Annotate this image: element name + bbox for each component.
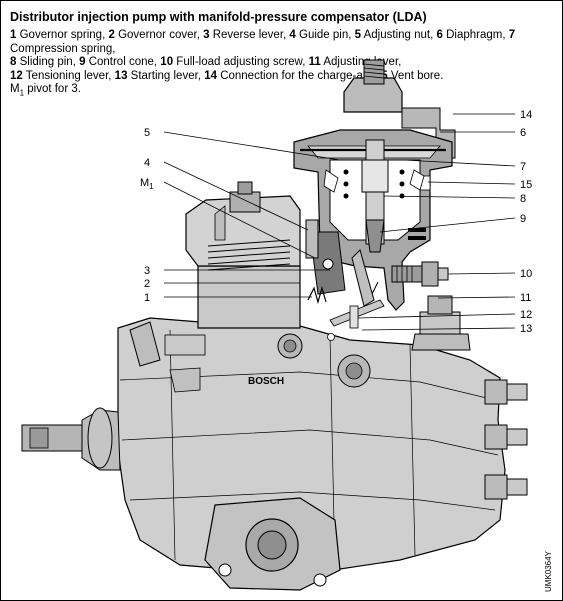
legend-number: 2: [108, 29, 115, 41]
callout-2: 2: [144, 278, 150, 290]
pump-body: BOSCH: [21, 295, 528, 591]
legend-text: Diaphragm: [446, 29, 503, 41]
legend-number: 3: [203, 29, 210, 41]
figure-code: UMK0364Y: [544, 550, 553, 592]
control-cone: [365, 219, 385, 253]
legend-text: Adjusting nut: [363, 29, 431, 41]
legend-number: 10: [160, 56, 174, 69]
callout-13: 13: [520, 323, 532, 335]
legend-number: 12: [10, 69, 23, 82]
legend-text: Vent bore: [390, 69, 441, 82]
callout-6: 6: [520, 127, 526, 139]
legend-text: Compression spring: [10, 42, 113, 55]
legend-text: Control cone: [88, 56, 154, 69]
legend-number: 14: [204, 69, 217, 82]
legend-text: Governor cover: [118, 29, 197, 41]
legend-text: Sliding pin: [19, 56, 73, 69]
lda-section: [293, 59, 456, 311]
callout-14: 14: [520, 109, 532, 121]
callout-m1: M1: [140, 177, 154, 191]
legend-number: 9: [79, 56, 86, 69]
legend-number: 8: [10, 56, 17, 69]
delivery-valves: [484, 379, 528, 500]
legend-text: Tensioning lever: [25, 69, 109, 82]
legend-text: Guide pin: [299, 29, 349, 41]
brand-mark: BOSCH: [248, 376, 284, 387]
callout-10: 10: [520, 268, 532, 280]
callout-8: 8: [520, 193, 526, 205]
caption-title: Distributor injection pump with manifold…: [10, 10, 427, 24]
legend-number: 5: [354, 29, 362, 41]
callout-11: 11: [520, 292, 531, 304]
legend-number: 7: [508, 29, 516, 41]
legend-number: 11: [308, 56, 321, 69]
caption-legend: 1 Governor spring, 2 Governor cover, 3 R…: [10, 29, 555, 100]
legend-text: Starting lever: [130, 69, 198, 82]
legend-text: Reverse lever: [212, 29, 284, 41]
legend-number: 6: [436, 29, 443, 41]
callout-4: 4: [144, 157, 150, 169]
pivot-note: M1 pivot for 3.: [10, 83, 81, 98]
legend-items: 1 Governor spring, 2 Governor cover, 3 R…: [10, 29, 516, 82]
callout-labels: 5 4 M1 3 2 1 14 6 7 15 8 9 10 11 12 13: [140, 109, 532, 335]
callout-9: 9: [520, 213, 526, 225]
lever-mechanism: [305, 219, 449, 341]
legend-number: 1: [10, 29, 17, 41]
callout-12: 12: [520, 309, 532, 321]
figure-caption: Distributor injection pump with manifold…: [10, 9, 555, 100]
callout-3: 3: [144, 265, 150, 277]
callout-1: 1: [144, 292, 150, 304]
callout-15: 15: [520, 179, 532, 191]
legend-number: 4: [289, 29, 296, 41]
legend-number: 13: [114, 69, 128, 82]
governor-cover: [185, 181, 301, 329]
legend-text: Governor spring: [19, 29, 103, 41]
callout-5: 5: [144, 127, 150, 139]
leader-lines: [163, 113, 516, 331]
legend-text: Full-load adjusting screw: [176, 56, 303, 69]
legend-text: Connection for the charge-air: [220, 69, 369, 82]
callout-7: 7: [520, 161, 526, 173]
